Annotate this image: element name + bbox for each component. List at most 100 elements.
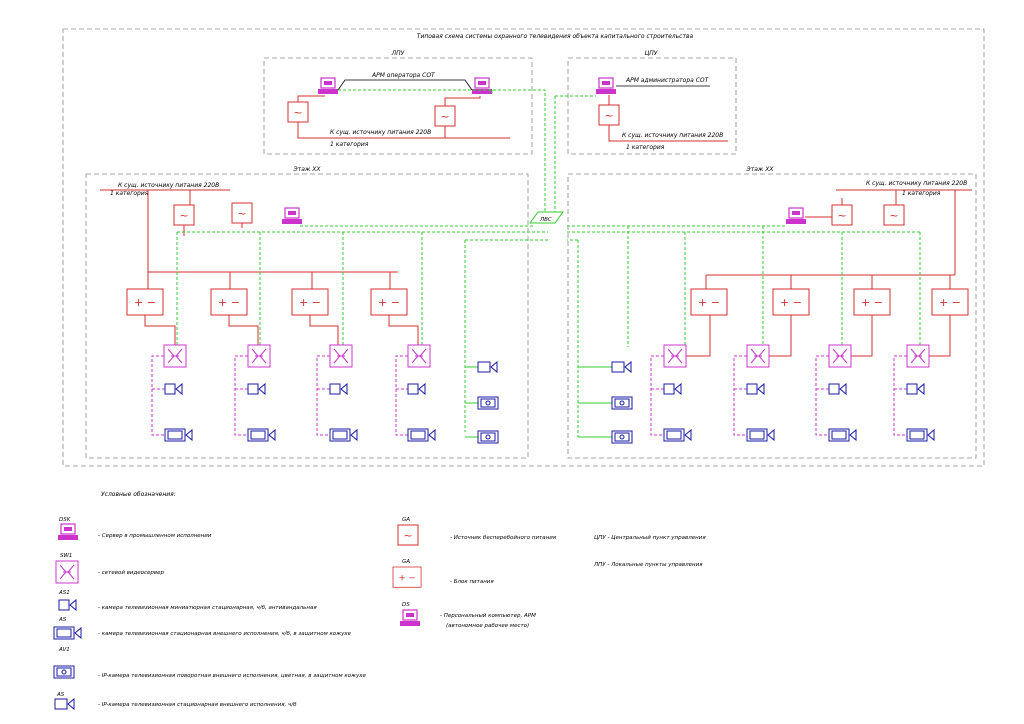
legend-text: - Персональный компьютер, АРМ [440, 613, 536, 619]
lpu-ups-icon [434, 105, 456, 127]
legend-text: - IP-камера телевизионная поворотная вне… [98, 673, 366, 679]
floor-left-label: Этаж XX [293, 166, 322, 173]
cpu-ups-icon [598, 104, 620, 126]
floor-left-switches [163, 344, 431, 368]
psu-icon [853, 288, 891, 316]
video-server-icon [55, 560, 79, 584]
legend-code: GA [402, 517, 410, 523]
video-server-icon [663, 344, 687, 368]
legend-code: AS [58, 617, 67, 623]
outdoor-camera-icon [828, 428, 857, 442]
mini-camera-icon [164, 383, 183, 395]
ptz-ip-camera-icon [477, 396, 499, 410]
legend-code: AS1 [58, 590, 70, 596]
floor-left-frame [85, 173, 529, 459]
floor-right-psu-row [690, 288, 969, 316]
outdoor-camera-icon [53, 626, 82, 640]
lpu-pc-icon [317, 77, 339, 95]
psu-icon [291, 288, 329, 316]
legend-text: - камера телевизионная миниатюрная стаци… [98, 605, 317, 611]
mini-camera-icon [247, 383, 266, 395]
mini-camera-icon [746, 383, 765, 395]
outdoor-camera-icon [164, 428, 193, 442]
ptz-ip-camera-icon [611, 396, 633, 410]
floor-left-ups-icon [231, 202, 253, 224]
legend-text: - Источник бесперебойного питания [450, 535, 557, 541]
cpu-label: ЦПУ [645, 50, 658, 57]
floor-right-ups-icon [831, 204, 853, 226]
legend-text: (автономное рабочее место) [446, 623, 529, 629]
legend-abbr: ЛПУ - Локальные пункты управления [593, 562, 703, 568]
ups-icon [397, 524, 419, 546]
mini-camera-icon [407, 383, 426, 395]
lpu-arm-label: АРМ оператора СОТ [371, 72, 436, 79]
legend-code: DS [402, 602, 410, 608]
video-server-icon [746, 344, 770, 368]
cpu-frame [567, 57, 737, 155]
mini-camera-icon [663, 383, 682, 395]
lpu-pc-icon [471, 77, 493, 95]
floor-left-ups-icon [173, 204, 195, 226]
psu-icon [690, 288, 728, 316]
ip-camera-icon [54, 698, 75, 710]
psu-icon [126, 288, 164, 316]
video-server-icon [329, 344, 353, 368]
cpu-pc-icon [595, 77, 617, 95]
legend-text: - Блок питания [450, 579, 494, 585]
cpu-power-label: К сущ. источнику питания 220В [622, 132, 723, 139]
ip-camera-icon [611, 361, 632, 373]
lpu-category: 1 категория [330, 141, 369, 148]
floor-right-cameras [663, 383, 935, 442]
psu-icon [210, 288, 248, 316]
floor-right-ups-icon [883, 204, 905, 226]
outdoor-camera-icon [746, 428, 775, 442]
outdoor-camera-icon [906, 428, 935, 442]
diagram-title: Типовая схема системы охранного телевиде… [417, 33, 694, 40]
legend-abbr: ЦПУ - Центральный пункт управления [594, 535, 706, 541]
legend-text: - IP-камера телевизионная стационарная в… [98, 702, 297, 708]
ptz-ip-camera-icon [477, 430, 499, 444]
floor-right-label: Этаж XX [746, 166, 775, 173]
legend-code: DSK [59, 517, 71, 523]
legend-text: - Сервер в промышленном исполнении [98, 533, 212, 539]
ptz-ip-camera-icon [611, 430, 633, 444]
legend-code: AV1 [58, 647, 70, 653]
lpu-frame [263, 57, 533, 155]
pc-icon [399, 609, 421, 627]
floor-right-category: 1 категория [902, 190, 941, 197]
floor-left-psu-row [126, 288, 408, 316]
floor-left-power-label: К сущ. источнику питания 220В [118, 182, 219, 189]
legend-code: AS [56, 692, 65, 698]
legend-code: SW1 [60, 553, 72, 559]
floor-left-category: 1 категория [110, 190, 149, 197]
lan-node [529, 211, 564, 224]
legend-heading: Условные обозначения: [101, 491, 176, 498]
psu-icon [370, 288, 408, 316]
video-server-icon [407, 344, 431, 368]
psu-icon [772, 288, 810, 316]
lpu-power-label: К сущ. источнику питания 220В [330, 129, 431, 136]
outdoor-camera-icon [407, 428, 436, 442]
outdoor-camera-icon [329, 428, 358, 442]
mini-camera-icon [58, 599, 77, 611]
lpu-label: ЛПУ [391, 50, 405, 57]
floor-left-pc-icon [281, 207, 303, 225]
floor-right-frame [567, 173, 977, 459]
lan-label: ЛВС [539, 217, 552, 223]
legend-code: GA [402, 559, 410, 565]
cpu-category: 1 категория [626, 144, 665, 151]
mini-camera-icon [329, 383, 348, 395]
psu-icon [392, 566, 422, 588]
floor-left-cameras [164, 383, 436, 442]
outer-frame [62, 28, 985, 467]
video-server-icon [906, 344, 930, 368]
ip-camera-icon [477, 361, 498, 373]
psu-icon [931, 288, 969, 316]
floor-right-pc-icon [785, 207, 807, 225]
outdoor-camera-icon [663, 428, 692, 442]
cpu-arm-label: АРМ администратора СОТ [625, 77, 710, 84]
outdoor-camera-icon [247, 428, 276, 442]
video-server-icon [828, 344, 852, 368]
legend-text: - камера телевизионная стационарная внеш… [98, 631, 352, 637]
